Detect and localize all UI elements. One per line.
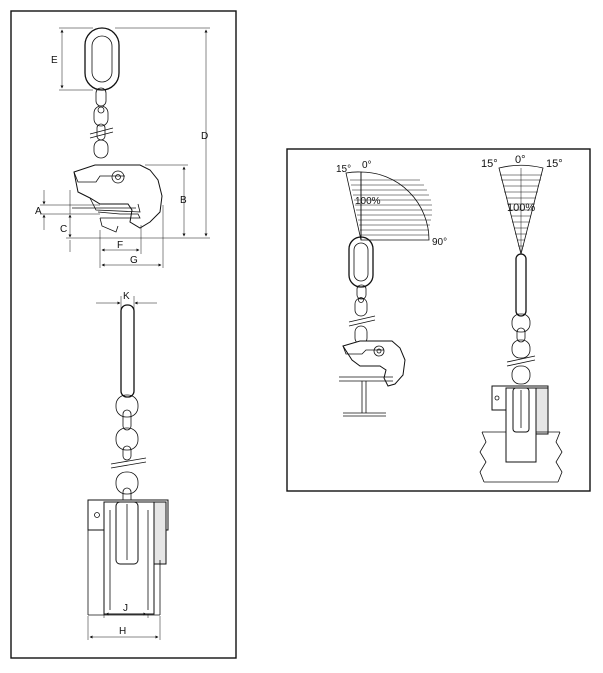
right-panel: 15° 0° 100% 90° xyxy=(286,148,591,492)
angle-label-15-left-front: 15° xyxy=(481,158,498,170)
side-view-dimensions: E D B A C F xyxy=(35,27,210,268)
dim-label-b: B xyxy=(180,195,187,206)
angle-label-90: 90° xyxy=(432,237,447,248)
dim-label-f: F xyxy=(117,240,123,251)
front-angle-diagram: 15° 0° 15° 100% xyxy=(479,154,563,483)
side-view-clamp xyxy=(72,27,163,233)
dim-label-j: J xyxy=(123,603,128,614)
dim-label-d: D xyxy=(201,131,208,142)
left-panel-frame xyxy=(10,10,237,659)
angle-label-0-front: 0° xyxy=(515,154,526,166)
angle-label-15-left: 15° xyxy=(336,164,351,175)
angle-label-0-left: 0° xyxy=(362,160,372,171)
dim-label-k: K xyxy=(123,291,130,302)
right-panel-frame xyxy=(286,148,591,492)
side-angle-diagram: 15° 0° 100% 90° xyxy=(336,160,447,417)
dim-label-h: H xyxy=(119,626,126,637)
left-panel: E D B A C F xyxy=(10,10,237,659)
dim-label-e: E xyxy=(51,55,58,66)
dim-label-c: C xyxy=(60,224,67,235)
dim-label-a: A xyxy=(35,206,42,217)
front-view-clamp: K J xyxy=(87,291,169,640)
dim-label-g: G xyxy=(130,255,138,266)
load-label-100-left: 100% xyxy=(355,196,381,207)
angle-label-15-right-front: 15° xyxy=(546,158,563,170)
load-label-100-front: 100% xyxy=(507,202,535,214)
